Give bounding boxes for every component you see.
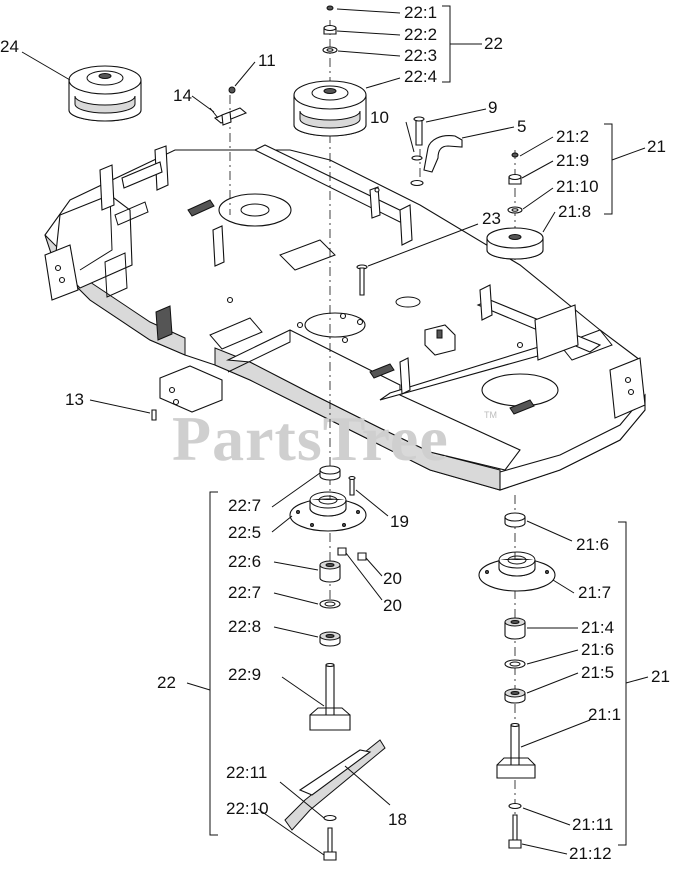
label-22-8: 22:8 [228, 617, 261, 636]
label-22-4: 22:4 [404, 67, 437, 86]
watermark-text: PartsTree [172, 403, 449, 474]
label-13: 13 [65, 390, 84, 409]
label-14: 14 [173, 86, 192, 105]
label-20a: 20 [383, 569, 402, 588]
watermark: PartsTree TM [172, 403, 497, 474]
pulley-24 [68, 65, 142, 122]
watermark-trademark: TM [484, 410, 497, 420]
label-22-7b: 22:7 [228, 583, 261, 602]
label-22-11: 22:11 [226, 763, 267, 782]
label-11: 11 [258, 51, 276, 70]
label-21-9: 21:9 [556, 151, 589, 170]
label-22-group-top: 22 [484, 34, 503, 53]
nut-washers-22 [322, 5, 338, 54]
label-5: 5 [517, 117, 526, 136]
label-21-11: 21:11 [572, 815, 613, 834]
label-21-8: 21:8 [558, 202, 591, 221]
callout-labels: 24 11 14 22:1 22:2 22:3 22:4 22 9 10 5 2… [0, 3, 670, 863]
idler-bracket-14 [209, 86, 248, 126]
label-21-4: 21:4 [581, 618, 614, 637]
label-21-12: 21:12 [569, 844, 612, 863]
label-10: 10 [370, 108, 389, 127]
label-22-3: 22:3 [404, 46, 437, 65]
leader-lines [21, 5, 649, 856]
label-21-2: 21:2 [556, 127, 589, 146]
label-22-1: 22:1 [404, 3, 437, 22]
label-22-10: 22:10 [226, 799, 269, 818]
label-24: 24 [0, 37, 19, 56]
bolt-23 [356, 264, 368, 296]
right-spindle-21 [478, 512, 556, 849]
pulley-22-4 [293, 80, 367, 137]
label-21-10: 21:10 [556, 177, 599, 196]
label-22-2: 22:2 [404, 25, 437, 44]
label-21-6a: 21:6 [576, 535, 609, 554]
label-19: 19 [390, 512, 409, 531]
label-21-group-top: 21 [647, 137, 666, 156]
label-21-7: 21:7 [578, 583, 611, 602]
label-21-5: 21:5 [581, 663, 614, 682]
idler-arm-5 [410, 116, 463, 187]
label-22-group-left: 22 [157, 673, 176, 692]
label-22-9: 22:9 [228, 665, 261, 684]
label-22-5: 22:5 [228, 523, 261, 542]
center-spindle-22 [284, 465, 386, 861]
mower-deck [44, 144, 646, 491]
label-21-group-right: 21 [651, 667, 670, 686]
bolt-13 [151, 409, 157, 421]
label-21-1: 21:1 [588, 705, 621, 724]
label-18: 18 [388, 810, 407, 829]
right-spindle-top-parts-21 [486, 152, 544, 260]
label-20b: 20 [383, 596, 402, 615]
label-22-6: 22:6 [228, 552, 261, 571]
label-22-7a: 22:7 [228, 496, 261, 515]
label-9: 9 [488, 98, 497, 117]
label-23: 23 [482, 209, 501, 228]
label-21-6b: 21:6 [581, 640, 614, 659]
